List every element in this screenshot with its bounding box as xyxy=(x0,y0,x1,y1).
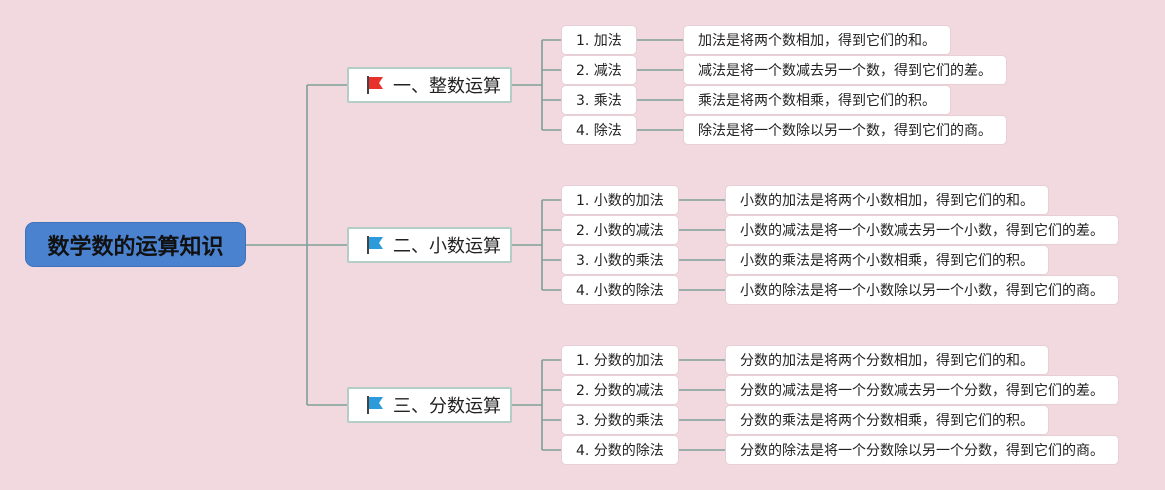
desc-text: 除法是将一个数除以另一个数，得到它们的商。 xyxy=(698,123,992,139)
category-3-connector xyxy=(512,359,562,451)
item-decimal-subtraction[interactable]: 2. 小数的减法 xyxy=(562,216,678,244)
item-label: 4. 除法 xyxy=(576,123,622,139)
desc-decimal-addition[interactable]: 小数的加法是将两个小数相加，得到它们的和。 xyxy=(726,186,1048,214)
desc-integer-addition[interactable]: 加法是将两个数相加，得到它们的和。 xyxy=(684,26,950,54)
category-1-connector xyxy=(512,39,562,131)
category-fraction-operations[interactable]: 三、分数运算 xyxy=(347,387,512,423)
item-label: 2. 小数的减法 xyxy=(576,223,664,239)
item-fraction-division[interactable]: 4. 分数的除法 xyxy=(562,436,678,464)
item-label: 1. 小数的加法 xyxy=(576,193,664,209)
red-flag-icon xyxy=(367,76,383,94)
desc-text: 分数的减法是将一个分数减去另一个分数，得到它们的差。 xyxy=(740,383,1104,399)
desc-integer-subtraction[interactable]: 减法是将一个数减去另一个数，得到它们的差。 xyxy=(684,56,1006,84)
category-integer-operations[interactable]: 一、整数运算 xyxy=(347,67,512,103)
item-fraction-addition[interactable]: 1. 分数的加法 xyxy=(562,346,678,374)
desc-decimal-multiplication[interactable]: 小数的乘法是将两个小数相乘，得到它们的积。 xyxy=(726,246,1048,274)
item-integer-multiplication[interactable]: 3. 乘法 xyxy=(562,86,636,114)
item-label: 2. 减法 xyxy=(576,63,622,79)
blue-flag-icon xyxy=(367,396,383,414)
category-decimal-operations[interactable]: 二、小数运算 xyxy=(347,227,512,263)
desc-text: 乘法是将两个数相乘，得到它们的积。 xyxy=(698,93,936,109)
root-topic-label: 数学数的运算知识 xyxy=(47,234,224,260)
item-label: 4. 分数的除法 xyxy=(576,443,664,459)
desc-text: 分数的乘法是将两个分数相乘，得到它们的积。 xyxy=(740,413,1034,429)
item-label: 2. 分数的减法 xyxy=(576,383,664,399)
item-label: 1. 分数的加法 xyxy=(576,353,664,369)
desc-decimal-division[interactable]: 小数的除法是将一个小数除以另一个小数，得到它们的商。 xyxy=(726,276,1118,304)
blue-flag-icon xyxy=(367,236,383,254)
desc-text: 小数的减法是将一个小数减去另一个小数，得到它们的差。 xyxy=(740,223,1104,239)
item-decimal-division[interactable]: 4. 小数的除法 xyxy=(562,276,678,304)
category-label: 三、分数运算 xyxy=(393,396,501,417)
item-label: 4. 小数的除法 xyxy=(576,283,664,299)
desc-text: 小数的除法是将一个小数除以另一个小数，得到它们的商。 xyxy=(740,283,1104,299)
desc-decimal-subtraction[interactable]: 小数的减法是将一个小数减去另一个小数，得到它们的差。 xyxy=(726,216,1118,244)
desc-text: 分数的加法是将两个分数相加，得到它们的和。 xyxy=(740,353,1034,369)
category-label: 二、小数运算 xyxy=(393,236,501,257)
desc-fraction-multiplication[interactable]: 分数的乘法是将两个分数相乘，得到它们的积。 xyxy=(726,406,1048,434)
desc-text: 减法是将一个数减去另一个数，得到它们的差。 xyxy=(698,63,992,79)
desc-fraction-subtraction[interactable]: 分数的减法是将一个分数减去另一个分数，得到它们的差。 xyxy=(726,376,1118,404)
item-label: 1. 加法 xyxy=(576,33,622,49)
desc-fraction-division[interactable]: 分数的除法是将一个分数除以另一个分数，得到它们的商。 xyxy=(726,436,1118,464)
item-decimal-multiplication[interactable]: 3. 小数的乘法 xyxy=(562,246,678,274)
root-topic[interactable]: 数学数的运算知识 xyxy=(25,222,246,267)
item-fraction-multiplication[interactable]: 3. 分数的乘法 xyxy=(562,406,678,434)
item-integer-subtraction[interactable]: 2. 减法 xyxy=(562,56,636,84)
item-decimal-addition[interactable]: 1. 小数的加法 xyxy=(562,186,678,214)
item-label: 3. 乘法 xyxy=(576,93,622,109)
desc-text: 小数的加法是将两个小数相加，得到它们的和。 xyxy=(740,193,1034,209)
category-label: 一、整数运算 xyxy=(393,76,501,97)
desc-text: 分数的除法是将一个分数除以另一个分数，得到它们的商。 xyxy=(740,443,1104,459)
desc-integer-multiplication[interactable]: 乘法是将两个数相乘，得到它们的积。 xyxy=(684,86,950,114)
root-connector xyxy=(246,84,347,406)
item-fraction-subtraction[interactable]: 2. 分数的减法 xyxy=(562,376,678,404)
item-integer-division[interactable]: 4. 除法 xyxy=(562,116,636,144)
item-label: 3. 小数的乘法 xyxy=(576,253,664,269)
item-label: 3. 分数的乘法 xyxy=(576,413,664,429)
desc-integer-division[interactable]: 除法是将一个数除以另一个数，得到它们的商。 xyxy=(684,116,1006,144)
desc-text: 加法是将两个数相加，得到它们的和。 xyxy=(698,33,936,49)
item-integer-addition[interactable]: 1. 加法 xyxy=(562,26,636,54)
category-2-connector xyxy=(512,199,562,291)
desc-text: 小数的乘法是将两个小数相乘，得到它们的积。 xyxy=(740,253,1034,269)
desc-fraction-addition[interactable]: 分数的加法是将两个分数相加，得到它们的和。 xyxy=(726,346,1048,374)
